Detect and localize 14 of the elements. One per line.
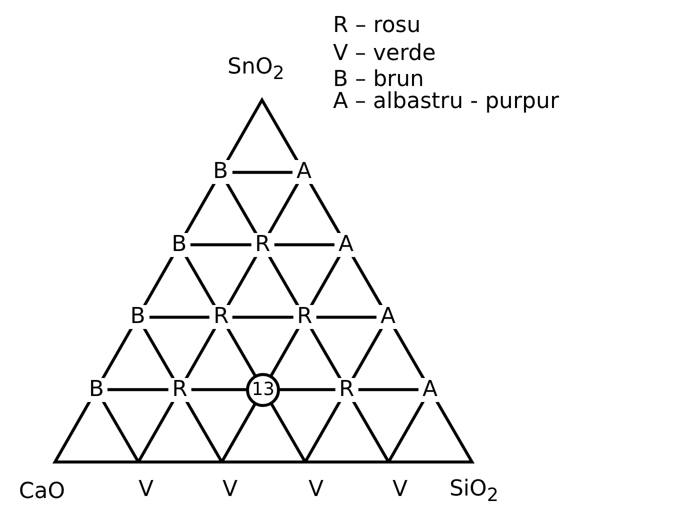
composition-letter: B xyxy=(209,160,232,184)
composition-letter: A xyxy=(418,378,442,402)
composition-letter: B xyxy=(126,305,150,330)
composition-letter: R xyxy=(250,232,274,257)
composition-letter: A xyxy=(334,232,358,257)
composition-letter: R xyxy=(210,305,233,330)
legend-entry: A – albastru - purpur xyxy=(333,91,559,113)
composition-letter: R xyxy=(292,305,316,330)
callout-number: 13 xyxy=(246,372,280,407)
composition-letter: B xyxy=(84,378,108,402)
composition-letter: R xyxy=(334,378,358,402)
composition-letter: R xyxy=(168,378,192,402)
composition-letter: B xyxy=(168,232,191,257)
composition-letter: A xyxy=(376,305,400,330)
